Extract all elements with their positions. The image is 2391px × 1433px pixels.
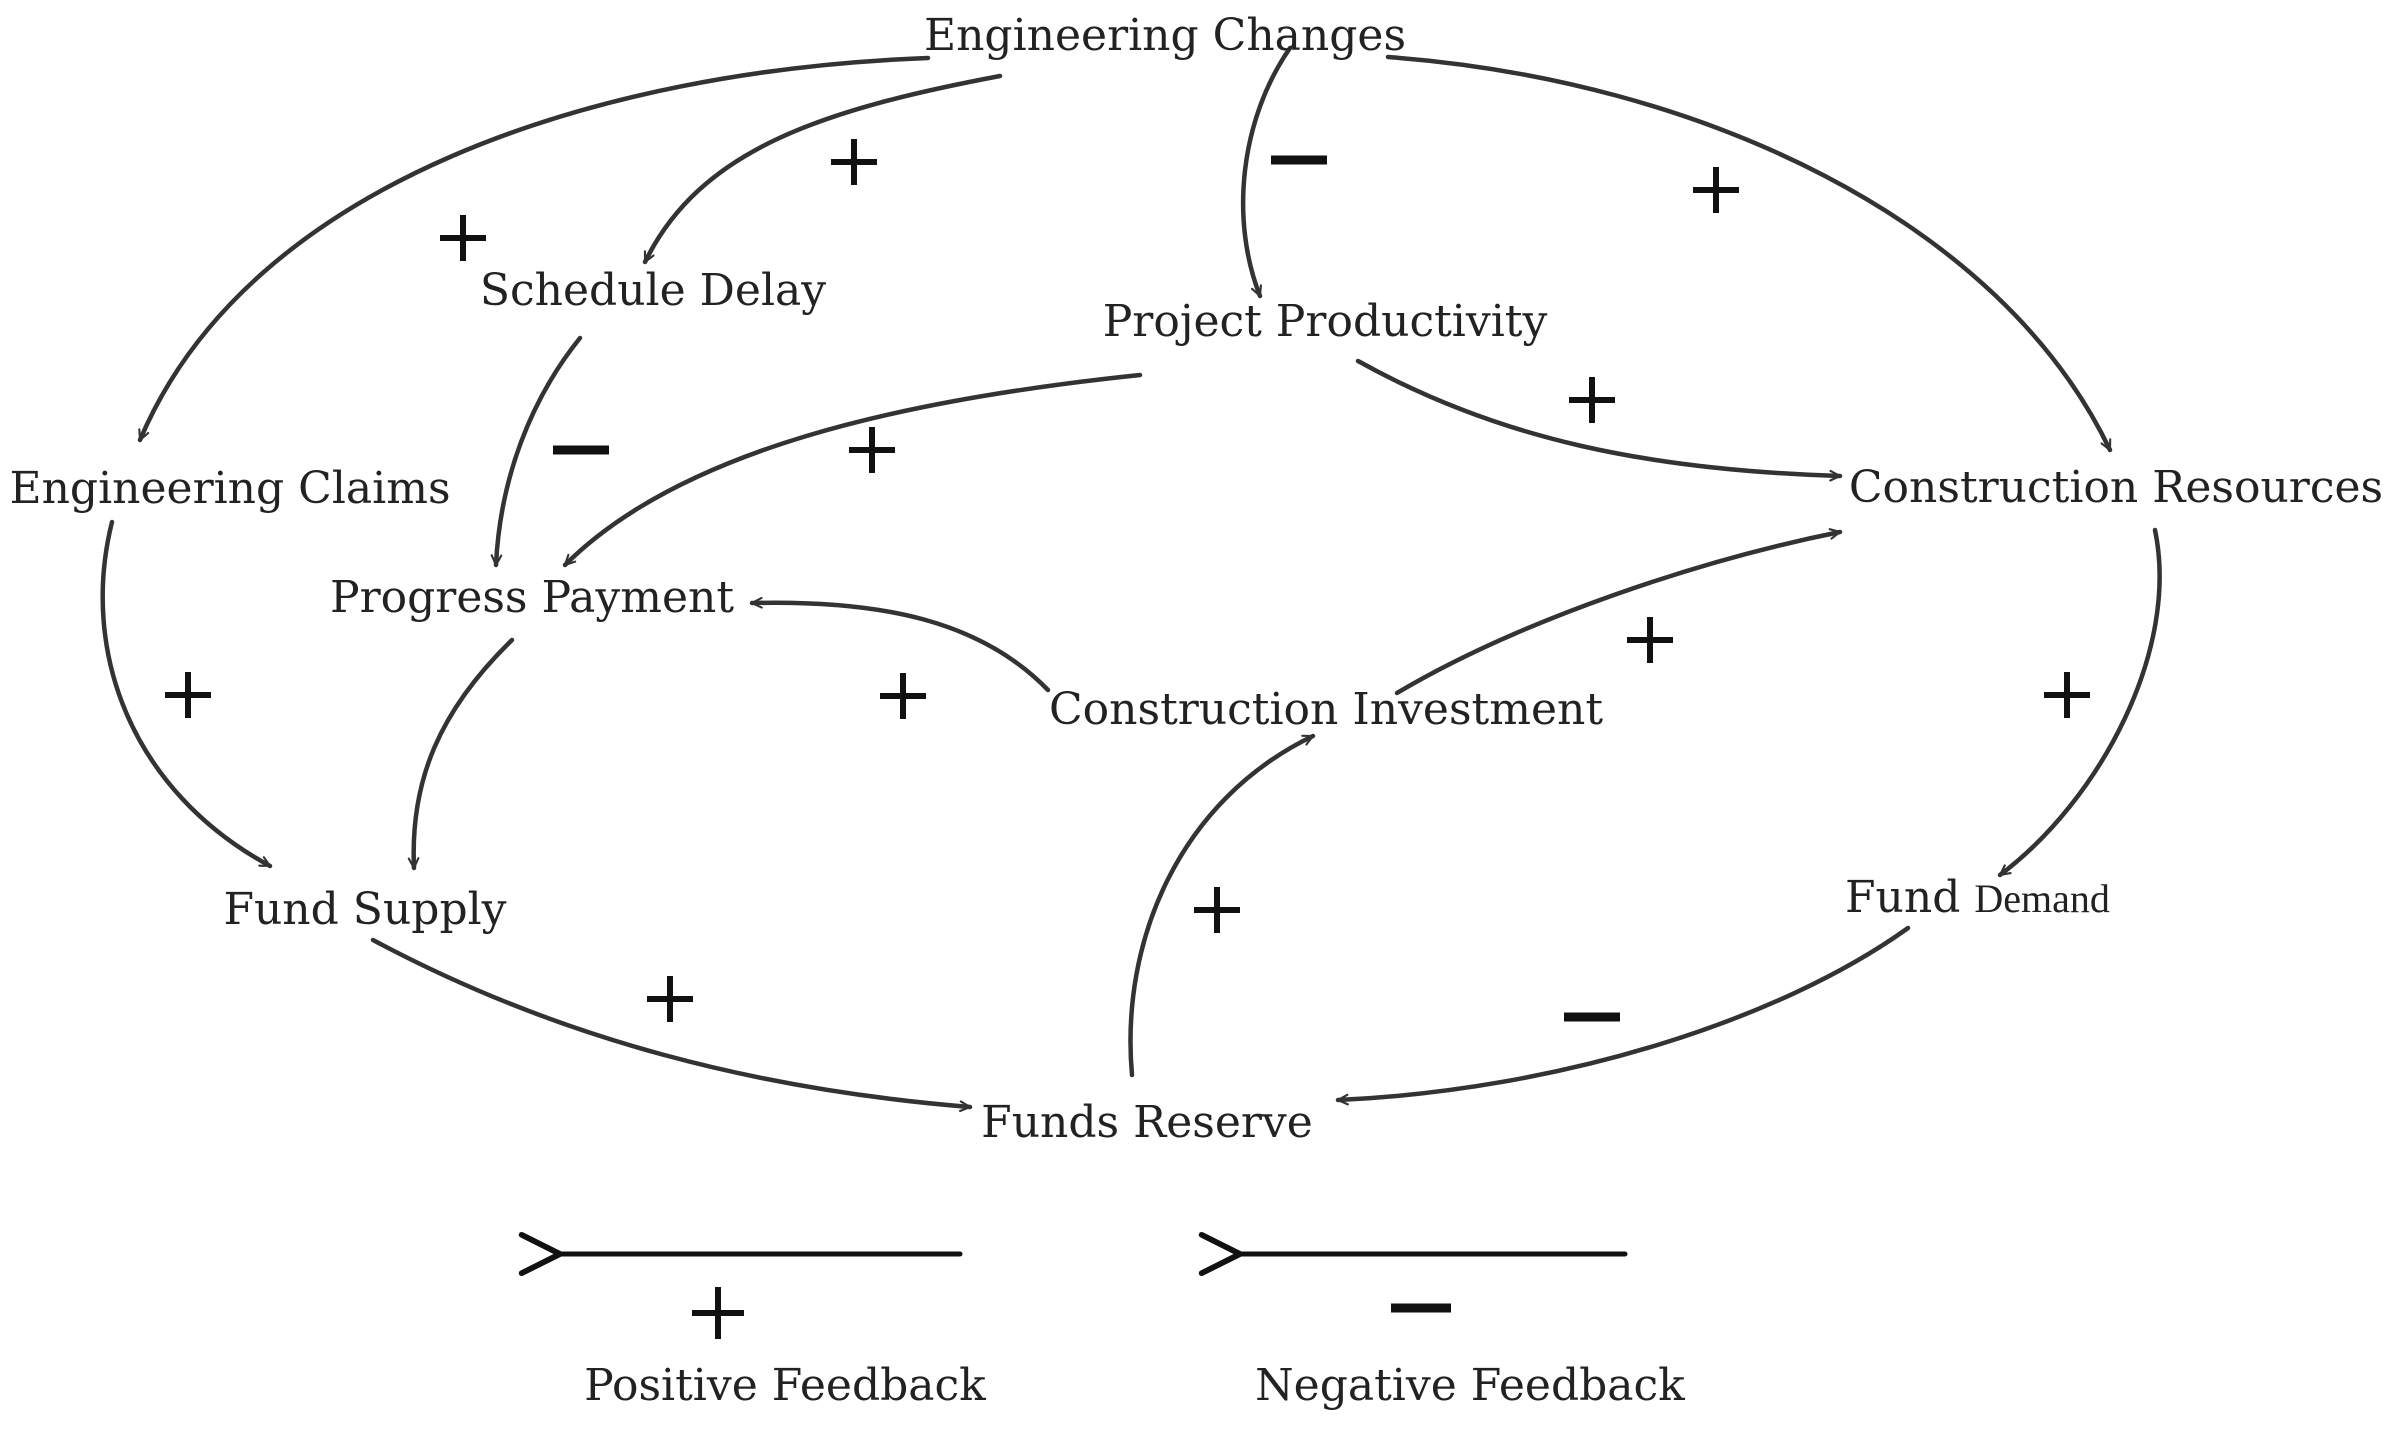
polarity-plus-productivity-resources: [1569, 377, 1615, 423]
edge-investment-to-resources: [1394, 528, 1843, 696]
edge-claims-to-fund-supply: [100, 519, 273, 869]
node-engineering-claims: Engineering Claims: [9, 463, 450, 514]
legend-positive-feedback: Positive Feedback: [518, 1231, 986, 1411]
edge-changes-to-productivity: [1240, 45, 1293, 299]
legend-positive-sign: [692, 1287, 744, 1339]
polarity-plus-changes-resources: [1693, 167, 1739, 213]
node-construction-investment: Construction Investment: [1049, 684, 1603, 735]
node-fund-demand: Fund Demand: [1845, 872, 2110, 923]
edge-progress-payment-to-fund-supply: [407, 637, 515, 871]
edge-productivity-to-resources: [1355, 358, 1843, 482]
edge-fund-demand-to-funds-reserve: [1335, 925, 1911, 1106]
node-progress-payment: Progress Payment: [330, 572, 734, 623]
edge-funds-reserve-to-investment: [1128, 733, 1316, 1078]
node-construction-resources: Construction Resources: [1849, 462, 2383, 513]
polarity-plus-resources-fund-demand: [2044, 672, 2090, 718]
polarity-plus-changes-schedule-delay: [831, 139, 877, 185]
node-fund-supply: Fund Supply: [223, 884, 506, 935]
node-engineering-changes: Engineering Changes: [924, 10, 1406, 61]
node-funds-reserve: Funds Reserve: [981, 1097, 1313, 1148]
edge-schedule-delay-to-progress-payment: [490, 335, 583, 568]
legend-positive-label: Positive Feedback: [584, 1360, 986, 1411]
polarity-plus-investment-resources: [1627, 617, 1673, 663]
edge-fund-supply-to-funds-reserve: [370, 937, 973, 1113]
legend-negative-label: Negative Feedback: [1255, 1360, 1685, 1411]
polarity-plus-claims-fund-supply: [165, 672, 211, 718]
node-schedule-delay: Schedule Delay: [480, 265, 826, 316]
polarity-plus-reserve-investment: [1194, 887, 1240, 933]
legend-negative-feedback: Negative Feedback: [1198, 1231, 1685, 1411]
node-project-productivity: Project Productivity: [1103, 296, 1548, 347]
edge-changes-to-schedule-delay: [642, 73, 1003, 265]
edge-resources-to-fund-demand: [1997, 527, 2162, 878]
edge-changes-to-claims: [137, 55, 931, 443]
edge-investment-to-progress-payment: [749, 596, 1051, 693]
polarity-plus-fund-supply-reserve: [647, 976, 693, 1022]
edge-productivity-to-progress-payment: [562, 372, 1143, 568]
edge-changes-to-resources: [1385, 54, 2113, 453]
polarity-plus-productivity-progress: [849, 427, 895, 473]
node-fund-demand-part2: Demand: [1974, 876, 2110, 921]
polarity-plus-changes-claims: [440, 215, 486, 261]
node-fund-demand-part1: Fund: [1845, 872, 1960, 923]
polarity-plus-investment-progress: [880, 673, 926, 719]
